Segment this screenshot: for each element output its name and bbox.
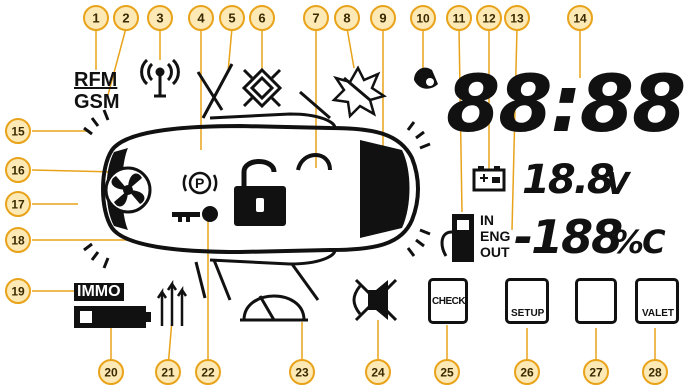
gsm-label: GSM bbox=[74, 91, 120, 113]
voltage-unit: V bbox=[606, 167, 629, 202]
rfm-label: RFM bbox=[74, 69, 118, 91]
callout-number: 15 bbox=[11, 125, 25, 139]
battery-icon bbox=[472, 166, 506, 192]
callout-circle bbox=[147, 5, 173, 31]
callout-circle bbox=[5, 227, 31, 253]
callout-circle bbox=[113, 5, 139, 31]
callout-number: 19 bbox=[11, 285, 25, 299]
callout-number: 6 bbox=[258, 11, 265, 26]
hood-indicator bbox=[360, 140, 410, 238]
callout-circle bbox=[188, 5, 214, 31]
callout-circle bbox=[195, 359, 221, 385]
antenna-icon bbox=[140, 58, 180, 98]
callout-circle bbox=[446, 5, 472, 31]
callout-circle bbox=[642, 359, 668, 385]
callout-circle bbox=[5, 278, 31, 304]
immo-label: IMMO bbox=[74, 283, 124, 301]
valet-indicator: VALET bbox=[635, 278, 679, 324]
key-icon bbox=[172, 206, 218, 222]
flash-rays bbox=[83, 109, 431, 269]
valet-label: VALET bbox=[642, 308, 675, 319]
callout-number: 22 bbox=[201, 366, 215, 380]
setup-label: SETUP bbox=[511, 308, 545, 319]
lock-icon bbox=[234, 153, 332, 226]
callout-number: 9 bbox=[379, 11, 386, 26]
callout-number: 12 bbox=[482, 12, 496, 26]
door-rear-left-icon bbox=[201, 63, 234, 119]
callout-circle bbox=[334, 5, 360, 31]
callout-number: 1 bbox=[92, 11, 99, 26]
callout-circle bbox=[567, 5, 593, 31]
callout-number: 4 bbox=[197, 11, 205, 26]
callout-number: 10 bbox=[416, 12, 430, 26]
callout-number: 18 bbox=[11, 234, 25, 248]
callout-circle bbox=[5, 118, 31, 144]
callout-circle bbox=[83, 5, 109, 31]
callout-circle bbox=[98, 359, 124, 385]
turbo-timer-icon bbox=[156, 279, 188, 326]
callout-number: 13 bbox=[510, 12, 524, 26]
car-outline bbox=[101, 112, 420, 266]
callout-circle bbox=[249, 5, 275, 31]
callout-circle bbox=[155, 359, 181, 385]
callout-number: 2 bbox=[122, 11, 129, 26]
speedometer-icon bbox=[240, 294, 308, 322]
callout-circle bbox=[583, 359, 609, 385]
shock-sensor-icon bbox=[241, 67, 283, 109]
callout-circle bbox=[5, 191, 31, 217]
temperature-value: -188 bbox=[514, 210, 623, 264]
callout-number: 7 bbox=[312, 11, 319, 26]
setup-indicator: SETUP bbox=[505, 278, 549, 324]
callout-number: 25 bbox=[440, 366, 454, 380]
engine-out-label: OUT bbox=[480, 244, 510, 260]
callout-circle bbox=[365, 359, 391, 385]
callout-number: 26 bbox=[520, 366, 534, 380]
clock-display: 88:88 bbox=[446, 60, 686, 150]
callout-number: 17 bbox=[11, 198, 25, 212]
music-indicator bbox=[575, 278, 617, 324]
callout-circle bbox=[434, 359, 460, 385]
callout-number: 27 bbox=[589, 366, 603, 380]
siren-mute-icon bbox=[352, 278, 398, 322]
temperature-unit: %C bbox=[612, 223, 666, 261]
immo-battery-icon bbox=[74, 306, 151, 328]
callout-number: 21 bbox=[161, 366, 175, 380]
callout-circle bbox=[303, 5, 329, 31]
lock-open-shackle-icon bbox=[296, 153, 332, 171]
callout-number: 24 bbox=[371, 366, 385, 380]
door-lines bbox=[194, 63, 331, 301]
callout-number: 23 bbox=[295, 366, 309, 380]
bell-icon bbox=[414, 67, 438, 89]
callout-circle bbox=[514, 359, 540, 385]
callout-number: 5 bbox=[228, 11, 235, 26]
door-front-left-icon bbox=[196, 71, 224, 111]
parking-brake-icon bbox=[182, 171, 218, 195]
callout-number: 11 bbox=[453, 12, 466, 26]
callout-circle bbox=[5, 157, 31, 183]
callout-number: 8 bbox=[343, 11, 350, 26]
callout-number: 16 bbox=[11, 164, 25, 178]
callout-number: 3 bbox=[156, 11, 163, 26]
callout-number: 28 bbox=[648, 366, 662, 380]
engine-in-label: IN bbox=[480, 212, 494, 228]
callout-circle bbox=[410, 5, 436, 31]
heater-fan-icon bbox=[104, 166, 152, 214]
callout-circle bbox=[289, 359, 315, 385]
callout-circle bbox=[504, 5, 530, 31]
callout-number: 20 bbox=[104, 366, 118, 380]
engine-eng-label: ENG bbox=[480, 228, 511, 244]
leader-lines bbox=[31, 27, 656, 368]
check-indicator: CHECK bbox=[428, 278, 468, 324]
parking-label: P bbox=[195, 175, 205, 191]
callout-number: 14 bbox=[573, 12, 587, 26]
alarm-triggered-icon bbox=[331, 65, 387, 119]
callout-circle bbox=[370, 5, 396, 31]
fuel-pump-icon bbox=[440, 214, 474, 262]
check-label: CHECK bbox=[432, 296, 466, 307]
callout-circle bbox=[476, 5, 502, 31]
voltage-value: 18.8 bbox=[522, 157, 615, 203]
callout-circle bbox=[219, 5, 245, 31]
